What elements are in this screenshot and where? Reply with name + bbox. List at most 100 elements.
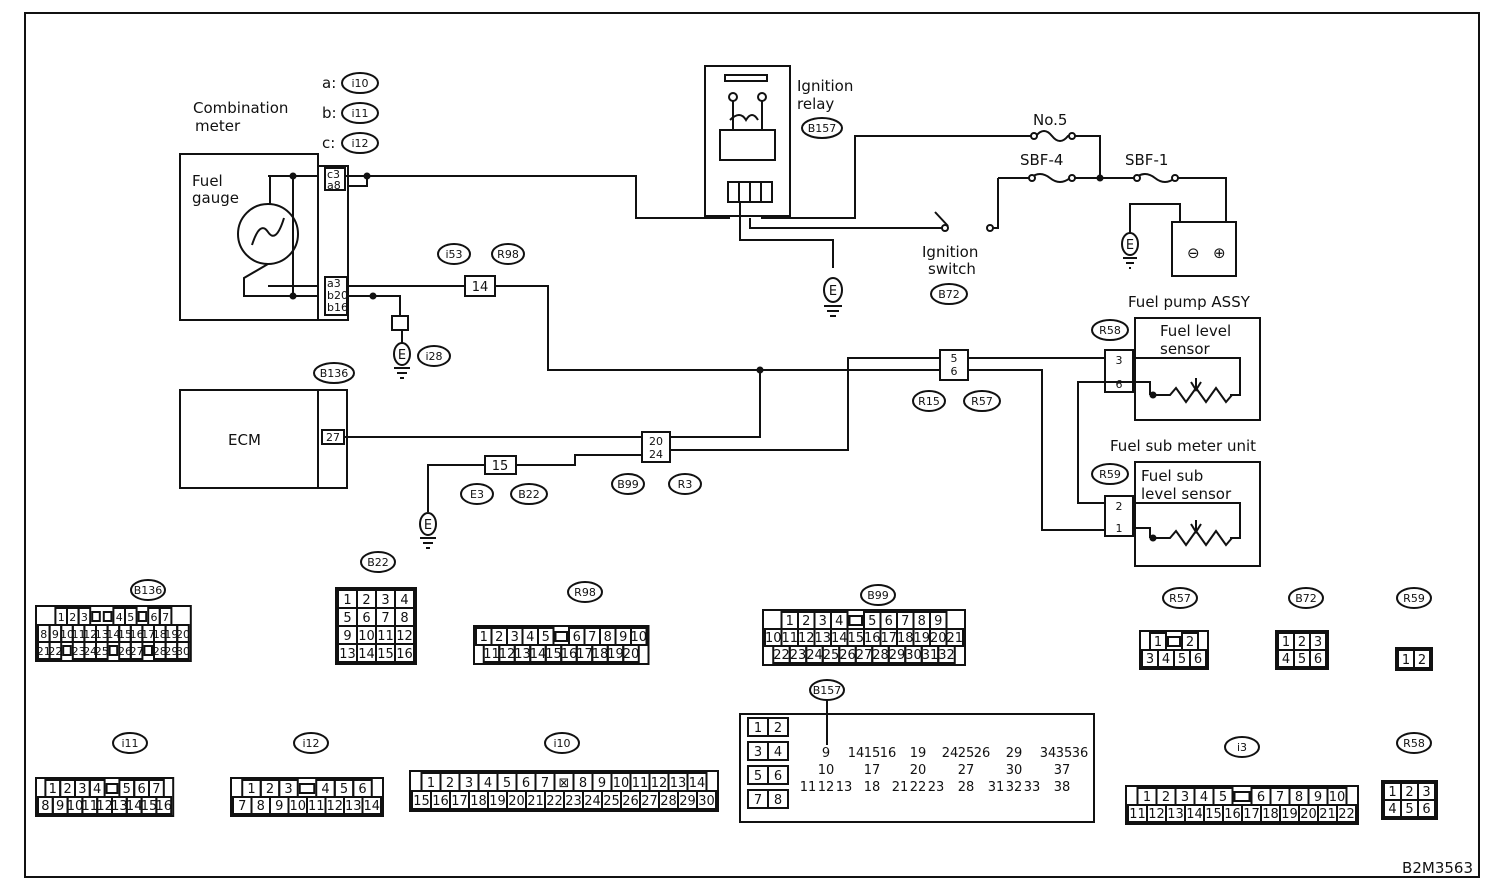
pin-label: 8 <box>400 611 408 626</box>
pin-label: 18 <box>1262 807 1279 822</box>
meter-title-2: meter <box>195 117 241 135</box>
pin-label: 14 <box>689 776 706 791</box>
pin-label: 7 <box>901 614 909 629</box>
meter-conn-c: i12 <box>351 137 368 150</box>
pin-label: 12 <box>326 799 343 814</box>
pin-label: 7 <box>541 776 549 791</box>
pin-label: 30 <box>176 645 190 658</box>
tag-r98: R98 <box>497 248 519 261</box>
pin-label: 2 <box>1298 635 1306 650</box>
pin-label: 10 <box>765 631 782 646</box>
pin-label: 23 <box>72 645 86 658</box>
pin-label: 4 <box>1200 790 1208 805</box>
pin-label: 12 <box>396 629 413 644</box>
pin-cell <box>767 789 789 809</box>
tag-b22: B22 <box>518 488 540 501</box>
pin-label: 13 <box>95 628 109 641</box>
pin-label: 14 <box>363 799 380 814</box>
pin-label: 20 <box>1300 807 1317 822</box>
pin-label: 1 <box>1282 635 1290 650</box>
pin-label: 21 <box>946 631 963 646</box>
connector-tag-i12: i12 <box>302 737 319 750</box>
pin-label: 6 <box>358 782 366 797</box>
pin-cell <box>1309 649 1327 668</box>
tag-i53: i53 <box>445 248 462 261</box>
pin-label: 6 <box>137 782 145 797</box>
pin-label: 2 <box>69 611 76 624</box>
pin-label: 4 <box>1162 652 1170 667</box>
figure-id: B2M3563 <box>1402 859 1473 877</box>
pin-label: 4 <box>774 745 782 760</box>
pin-label: 4 <box>93 782 101 797</box>
pin-label: 6 <box>573 630 581 645</box>
battery-icon <box>1171 221 1237 277</box>
tag-b72: B72 <box>938 288 960 301</box>
pin-label: 19 <box>164 628 178 641</box>
pin-label: 6 <box>522 776 530 791</box>
pin-label: 3 <box>819 614 827 629</box>
pin-label: 1 <box>786 614 794 629</box>
fuse-sbf1-label: SBF-1 <box>1125 151 1168 169</box>
pin-label: 15 <box>141 799 158 814</box>
pin-label: 31 <box>988 780 1005 795</box>
pin-label: 5 <box>127 611 134 624</box>
pin-label: 22 <box>1338 807 1355 822</box>
pin-label: 5 <box>503 776 511 791</box>
pin-label: 3 <box>754 745 762 760</box>
pin-label: 9 <box>619 630 627 645</box>
connector-tag-r57: R57 <box>1169 592 1191 605</box>
pin-label: 10 <box>289 799 306 814</box>
pin-label: 15 <box>1205 807 1222 822</box>
sub-level-sensor-1: Fuel sub <box>1141 467 1203 485</box>
pin-label: 9 <box>275 799 283 814</box>
connector-tag-i3: i3 <box>1237 741 1247 754</box>
pin-label: 27 <box>130 645 144 658</box>
pin-cell <box>937 645 956 664</box>
pin-label: 8 <box>41 799 49 814</box>
meter-conn-b: i11 <box>351 107 368 120</box>
pin-label: 25 <box>823 648 840 663</box>
relay-label-2: relay <box>797 95 834 113</box>
pin-key <box>298 783 316 794</box>
pin-label: 10 <box>67 799 84 814</box>
pin-label: 4 <box>116 611 123 624</box>
pin-label: 13 <box>345 799 362 814</box>
tag-e3: E3 <box>470 488 484 501</box>
pin-label: 27 <box>958 763 975 778</box>
pin-key <box>848 615 863 626</box>
pin-label: 1 <box>754 721 762 736</box>
pin-label: 29 <box>679 794 696 809</box>
pin-label: 4 <box>835 614 843 629</box>
gauge-label-1: Fuel <box>192 172 223 190</box>
pin-label: 3 <box>511 630 519 645</box>
pin-label: 1 <box>247 782 255 797</box>
pin-label: 2 <box>495 630 503 645</box>
pin-label: 9 <box>52 628 59 641</box>
svg-text:b16: b16 <box>327 301 348 314</box>
meter-ground-terminal <box>391 315 409 331</box>
pin-cell <box>1417 799 1436 818</box>
pin-cell <box>1336 804 1357 823</box>
pin-label: 33 <box>1024 780 1041 795</box>
fuel-pump-title: Fuel pump ASSY <box>1128 293 1251 311</box>
pin-label: 26 <box>974 746 991 761</box>
gauge-label-2: gauge <box>192 189 239 207</box>
pin-label: 5 <box>868 614 876 629</box>
pin-label: 23 <box>790 648 807 663</box>
pin-label: 15 <box>847 631 864 646</box>
pin-label: 2 <box>1186 635 1194 650</box>
pin-label: 23 <box>928 780 945 795</box>
pin-label: 2 <box>446 776 454 791</box>
pin-label: 27 <box>856 648 873 663</box>
pin-label: 7 <box>754 793 762 808</box>
pin-label: 6 <box>1194 652 1202 667</box>
pin-label: 17 <box>451 794 468 809</box>
